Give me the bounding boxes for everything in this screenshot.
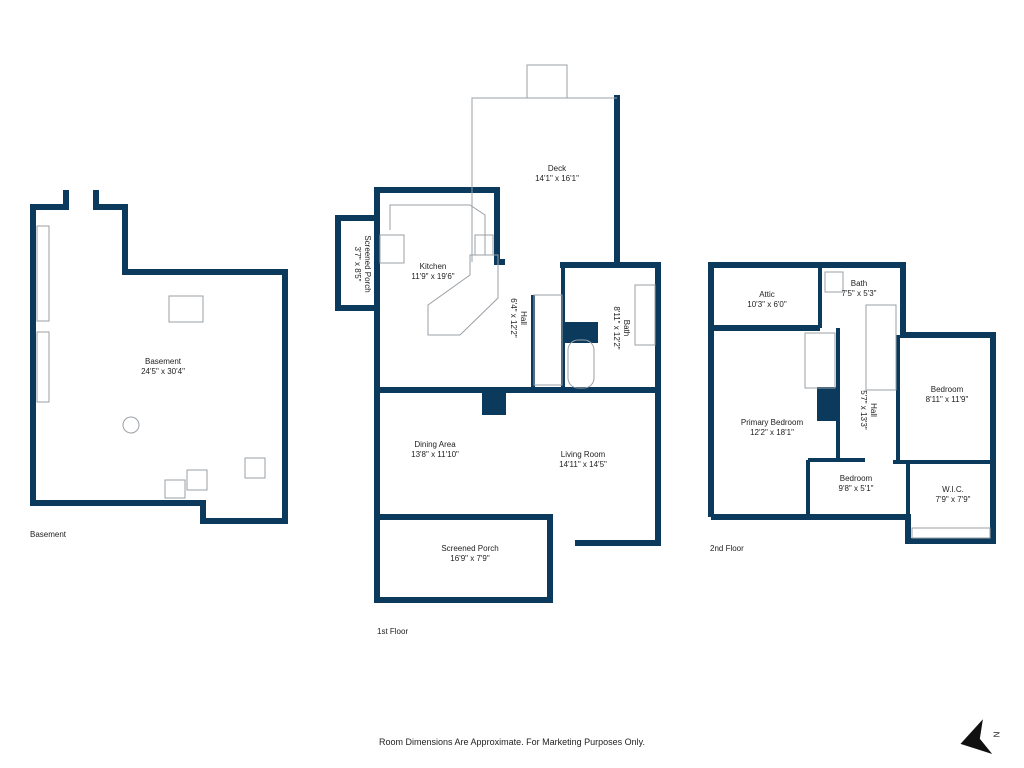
- kitchen-island: [427, 254, 499, 336]
- fridge: [379, 234, 405, 264]
- bathtub: [567, 339, 595, 389]
- closet: [804, 332, 836, 389]
- closet-shelf: [911, 527, 991, 539]
- north-label: N: [991, 731, 1001, 738]
- bath-walls: [560, 262, 661, 546]
- vanity: [634, 284, 656, 346]
- sink: [824, 271, 844, 293]
- north-arrow-icon: [960, 719, 993, 755]
- shelf: [36, 225, 50, 322]
- chimney: [562, 322, 598, 343]
- walls: [30, 95, 996, 603]
- deck-stairs: [526, 64, 568, 99]
- kitchen-walls: [374, 187, 505, 390]
- stairs: [865, 304, 897, 391]
- deck-outline: [471, 97, 617, 262]
- stairs: [533, 294, 563, 386]
- fixtures: [36, 64, 991, 539]
- porch-walls: [374, 390, 553, 603]
- small-porch-walls: [335, 215, 377, 311]
- floor-label-second: 2nd Floor: [710, 544, 744, 553]
- sink: [164, 479, 186, 499]
- chimney: [482, 387, 506, 415]
- chimney: [817, 387, 839, 421]
- room-wic: W.I.C.7'9" x 7'9": [935, 485, 971, 504]
- appliance: [244, 457, 266, 479]
- floor-label-basement: Basement: [30, 530, 67, 539]
- disclaimer: Room Dimensions Are Approximate. For Mar…: [379, 737, 645, 747]
- appliance: [186, 469, 208, 491]
- stairs: [168, 295, 204, 323]
- basement-walls: [30, 190, 288, 524]
- floor-label-first: 1st Floor: [377, 627, 409, 636]
- kitchen-counter: [389, 204, 486, 255]
- water-heater: [122, 416, 140, 434]
- stove: [474, 234, 494, 256]
- shelf: [36, 331, 50, 403]
